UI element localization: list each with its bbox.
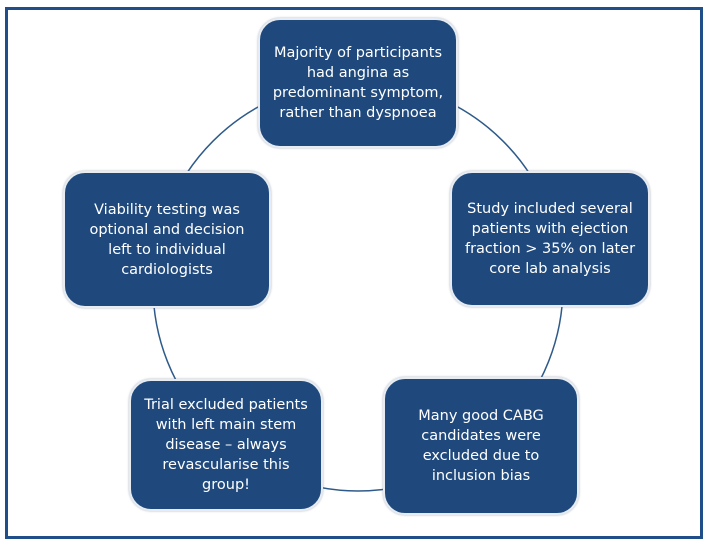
cycle-node-right: Study included several patients with eje… <box>450 171 650 307</box>
cycle-node-bottom-left-text: Trial excluded patients with left main s… <box>144 397 308 493</box>
cycle-node-left-text: Viability testing was optional and decis… <box>89 201 245 278</box>
cycle-node-top: Majority of participants had angina as p… <box>258 18 458 148</box>
cycle-node-top-text: Majority of participants had angina as p… <box>272 45 444 121</box>
cycle-node-left: Viability testing was optional and decis… <box>63 171 271 308</box>
cycle-node-right-text: Study included several patients with eje… <box>464 201 636 277</box>
cycle-node-bottom-left: Trial excluded patients with left main s… <box>129 379 323 511</box>
cycle-node-bottom-right-text: Many good CABG candidates were excluded … <box>418 408 544 484</box>
cycle-node-bottom-right: Many good CABG candidates were excluded … <box>383 377 579 515</box>
